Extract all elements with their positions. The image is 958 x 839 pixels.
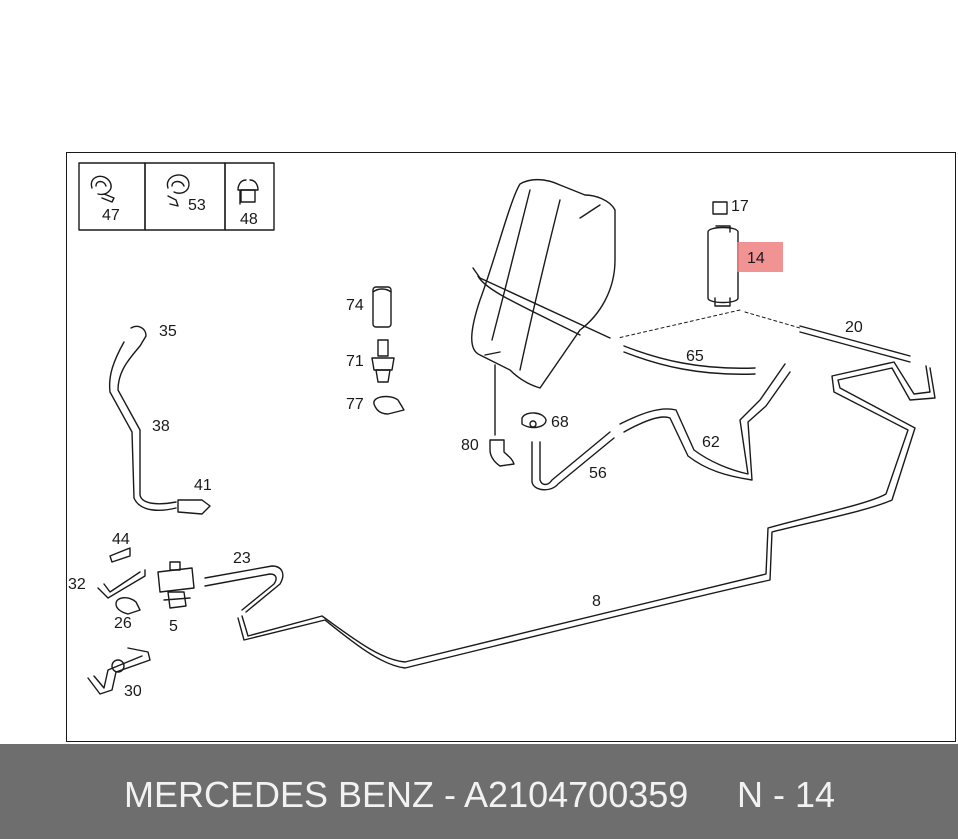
- elbow-80: [489, 439, 515, 467]
- hose-56: [531, 431, 615, 491]
- callout-44: 44: [112, 531, 130, 548]
- hose-44: [109, 547, 131, 563]
- hose-62: [619, 363, 791, 481]
- hose-30: [87, 647, 151, 695]
- hose-20: [799, 325, 911, 363]
- bracket-77: [373, 395, 405, 415]
- clip-68: [521, 412, 547, 429]
- hose-65: [623, 345, 756, 375]
- elbow-26: [115, 597, 141, 615]
- clip-48-icon: [237, 179, 259, 205]
- hose-38: [108, 325, 177, 511]
- callout-77: 77: [346, 396, 364, 413]
- callout-71: 71: [346, 353, 364, 370]
- callout-80: 80: [461, 437, 479, 454]
- valve-5: [157, 561, 195, 609]
- callout-65: 65: [686, 348, 704, 365]
- line-8: [237, 361, 936, 669]
- diagram-frame: [66, 152, 956, 742]
- hose-32: [97, 569, 146, 599]
- part-number-text: MERCEDES BENZ - A2104700359: [124, 774, 689, 815]
- valve-71: [371, 339, 395, 383]
- hose-41: [177, 499, 211, 515]
- callout-74: 74: [346, 297, 364, 314]
- callout-5: 5: [169, 618, 178, 635]
- clip-inset-boxes: [78, 162, 275, 231]
- hose-23: [204, 565, 284, 613]
- leader-lines: [617, 309, 801, 339]
- clip-53-icon: [166, 174, 190, 207]
- callout-38: 38: [152, 418, 170, 435]
- callout-14-highlight: [737, 242, 783, 272]
- callout-30: 30: [124, 683, 142, 700]
- callout-48: 48: [240, 211, 258, 228]
- callout-56: 56: [589, 465, 607, 482]
- callout-68: 68: [551, 414, 569, 431]
- callout-17: 17: [731, 198, 749, 215]
- callout-26: 26: [114, 615, 132, 632]
- callout-14: 14: [747, 250, 765, 267]
- clip-47-icon: [90, 175, 115, 203]
- callout-41: 41: [194, 477, 212, 494]
- callout-20: 20: [845, 319, 863, 336]
- fitting-74: [372, 286, 392, 328]
- parts-diagram: 47 53 48 17 14 74 71 77 35 38 41 20 65 6…: [68, 162, 936, 700]
- callout-35: 35: [159, 323, 177, 340]
- callout-8: 8: [592, 593, 601, 610]
- position-number-text: N - 14: [737, 774, 836, 815]
- callout-32: 32: [68, 576, 86, 593]
- callout-47: 47: [102, 207, 120, 224]
- fuel-tank: [471, 178, 616, 436]
- callout-23: 23: [233, 550, 251, 567]
- callout-53: 53: [188, 197, 206, 214]
- footer-bar: MERCEDES BENZ - A2104700359 N - 14: [0, 744, 958, 839]
- callout-labels: 47 53 48 17 14 74 71 77 35 38 41 20 65 6…: [68, 197, 863, 700]
- callout-62: 62: [702, 434, 720, 451]
- fuel-filter-14: [707, 201, 739, 307]
